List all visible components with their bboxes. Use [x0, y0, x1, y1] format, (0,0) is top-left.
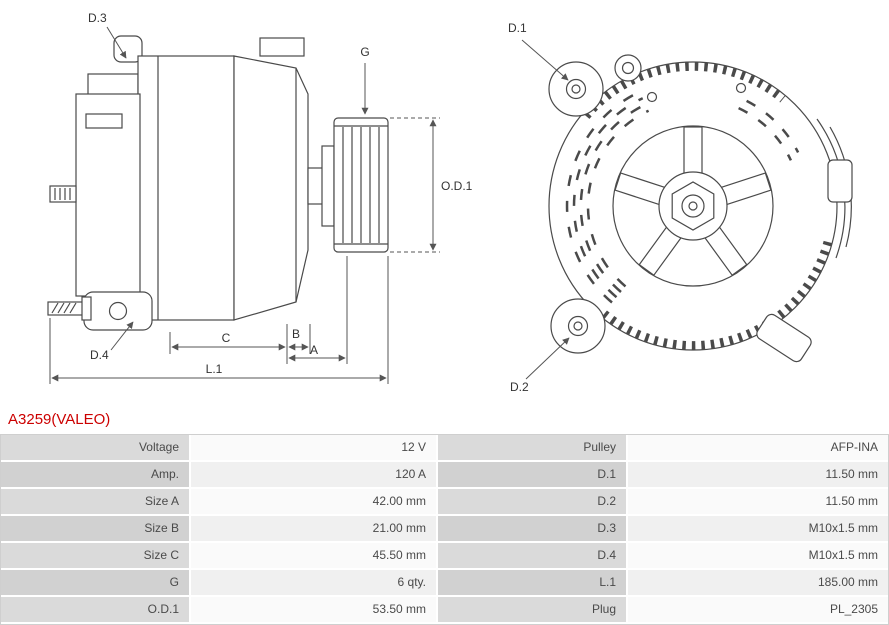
spec-value: M10x1.5 mm	[628, 543, 888, 570]
spec-value: 6 qty.	[191, 570, 438, 597]
spec-value: 11.50 mm	[628, 489, 888, 516]
dim-label-d3: D.3	[88, 11, 107, 25]
spec-value: 45.50 mm	[191, 543, 438, 570]
leader-d4	[110, 321, 134, 351]
leader-d3	[106, 26, 127, 59]
dim-label-a: A	[310, 343, 318, 357]
stator-body	[137, 55, 235, 321]
vent-slots-right-2	[746, 99, 800, 153]
connector-lug	[756, 313, 812, 363]
rivet-2	[735, 82, 747, 94]
dim-label-g: G	[360, 45, 369, 59]
regulator-detail	[85, 113, 123, 129]
spec-row: Size C 45.50 mm D.4 M10x1.5 mm	[1, 543, 888, 570]
vent-slots-left-4	[565, 90, 641, 304]
mount-hole-top	[565, 78, 587, 100]
side-bolt	[49, 185, 77, 203]
fan-spoke	[683, 126, 703, 178]
spec-value: AFP-INA	[628, 435, 888, 462]
front-bracket	[233, 55, 309, 321]
small-boss	[614, 54, 642, 82]
cooling-fins-top	[582, 61, 786, 119]
vent-slots-left-2	[579, 103, 647, 293]
part-number-link[interactable]: A3259(VALEO)	[8, 411, 111, 428]
lift-tab	[259, 37, 305, 57]
spec-label: D.4	[438, 543, 628, 570]
spec-row: G 6 qty. L.1 185.00 mm	[1, 570, 888, 597]
threaded-stud	[47, 301, 85, 316]
spec-label: Amp.	[1, 462, 191, 489]
vent-slots-left-3	[572, 97, 644, 299]
dim-label-od1: O.D.1	[441, 179, 473, 193]
leader-d2	[525, 337, 570, 380]
spec-value: 120 A	[191, 462, 438, 489]
spec-label: Size C	[1, 543, 191, 570]
spec-table: Voltage 12 V Pulley AFP-INA Amp. 120 A D…	[0, 434, 889, 625]
pulley-washer	[321, 145, 335, 227]
spec-row: Size B 21.00 mm D.3 M10x1.5 mm	[1, 516, 888, 543]
spec-value: 21.00 mm	[191, 516, 438, 543]
dim-label-c: C	[222, 331, 231, 345]
spec-label: D.2	[438, 489, 628, 516]
vent-slots-right-1	[738, 106, 793, 161]
spec-label: D.1	[438, 462, 628, 489]
rivet-1	[646, 91, 658, 103]
spec-row: Size A 42.00 mm D.2 11.50 mm	[1, 489, 888, 516]
rear-step	[87, 73, 139, 97]
spec-value: 42.00 mm	[191, 489, 438, 516]
dim-label-d1: D.1	[508, 21, 527, 35]
spec-value: 53.50 mm	[191, 597, 438, 624]
spec-row: Voltage 12 V Pulley AFP-INA	[1, 435, 888, 462]
dim-label-l1: L.1	[206, 362, 223, 376]
spec-label: O.D.1	[1, 597, 191, 624]
spec-value: M10x1.5 mm	[628, 516, 888, 543]
right-tab	[827, 159, 853, 203]
spec-label: L.1	[438, 570, 628, 597]
spec-label: Size A	[1, 489, 191, 516]
spec-label: Size B	[1, 516, 191, 543]
mount-hole-bottom	[567, 315, 589, 337]
spec-row: Amp. 120 A D.1 11.50 mm	[1, 462, 888, 489]
spec-value: PL_2305	[628, 597, 888, 624]
dim-label-d4: D.4	[90, 348, 109, 362]
spec-label: D.3	[438, 516, 628, 543]
spec-label: G	[1, 570, 191, 597]
spec-value: 11.50 mm	[628, 462, 888, 489]
dim-label-d2: D.2	[510, 380, 529, 394]
dim-label-b: B	[292, 327, 300, 341]
spec-value: 12 V	[191, 435, 438, 462]
spec-value: 185.00 mm	[628, 570, 888, 597]
spec-row: O.D.1 53.50 mm Plug PL_2305	[1, 597, 888, 624]
spec-label: Pulley	[438, 435, 628, 462]
spec-label: Plug	[438, 597, 628, 624]
spec-label: Voltage	[1, 435, 191, 462]
cooling-fins-bottom	[600, 240, 833, 351]
leader-d1	[521, 39, 569, 81]
alternator-front-view	[548, 54, 853, 363]
technical-drawing: D.3 D.4 G O.D.1 C B A L.1	[47, 11, 853, 394]
alternator-side-view	[47, 35, 389, 331]
foot-hole	[108, 301, 128, 321]
vent-slots-left-1	[586, 109, 650, 288]
dimension-lines	[49, 26, 440, 384]
